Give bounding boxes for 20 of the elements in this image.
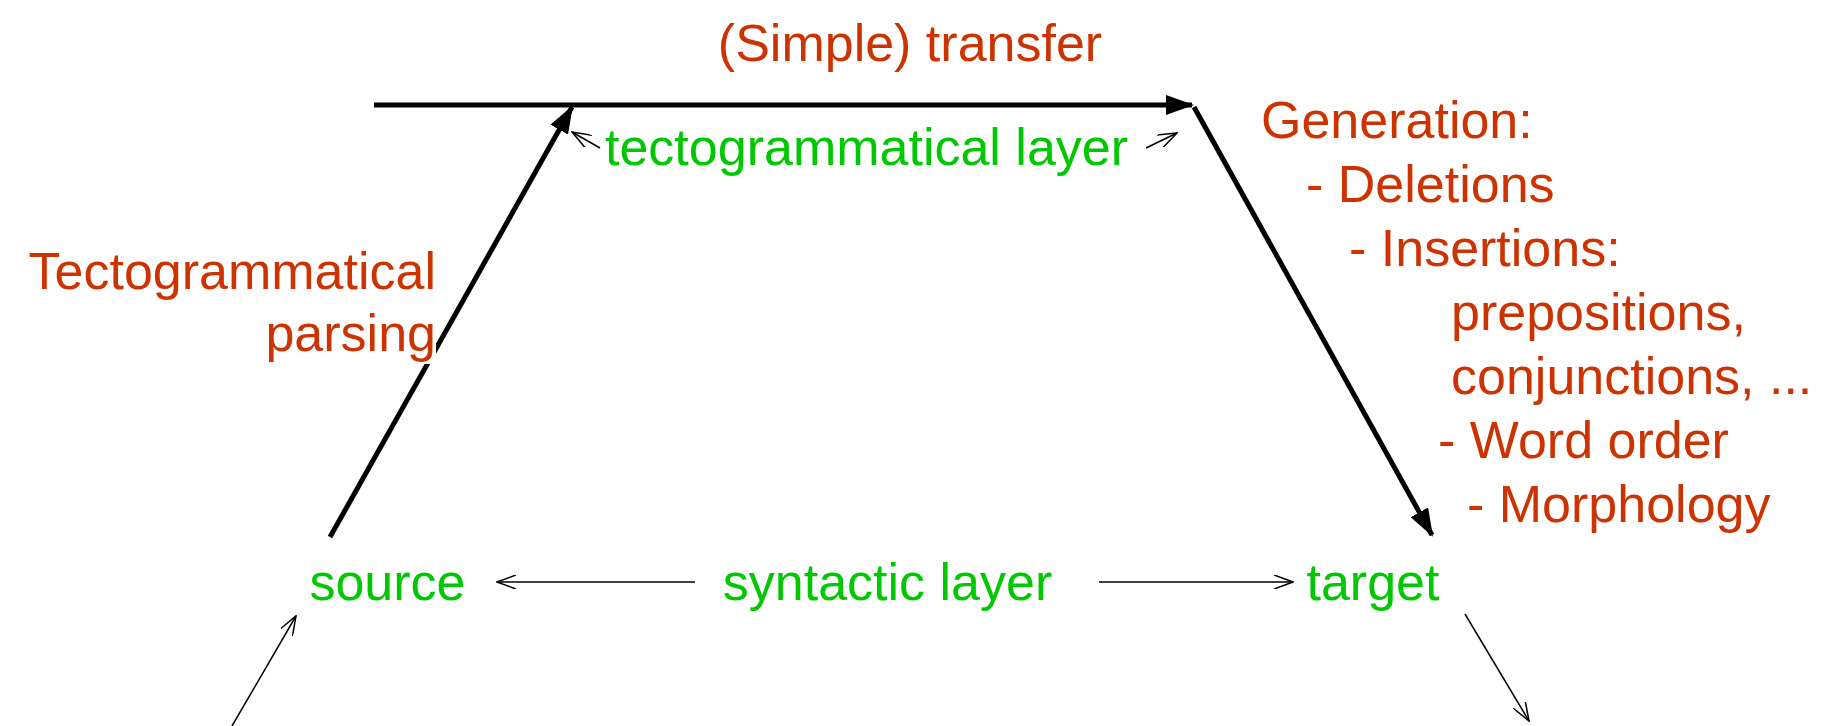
arrow <box>327 105 575 539</box>
arrow <box>231 615 297 726</box>
arrow <box>1145 132 1178 149</box>
arrow <box>1464 613 1530 722</box>
note-text: - Insertions: <box>1349 218 1621 279</box>
arrow <box>374 95 1194 115</box>
arrow <box>1098 574 1294 590</box>
note-text: Generation: <box>1261 90 1533 151</box>
note-text: - Deletions <box>1306 154 1555 215</box>
note-text: conjunctions, ... <box>1451 346 1813 407</box>
note-text: - Morphology <box>1467 474 1771 535</box>
note-text: - Word order <box>1438 410 1729 471</box>
arrow <box>496 574 696 590</box>
arrow <box>571 131 601 149</box>
layer-label: tectogrammatical layer <box>605 117 1129 177</box>
arrow <box>1191 105 1435 537</box>
note-text: prepositions, <box>1451 282 1746 343</box>
layer-label: target <box>1306 552 1440 612</box>
layer-label: source <box>309 552 466 612</box>
layer-label: syntactic layer <box>722 552 1053 612</box>
